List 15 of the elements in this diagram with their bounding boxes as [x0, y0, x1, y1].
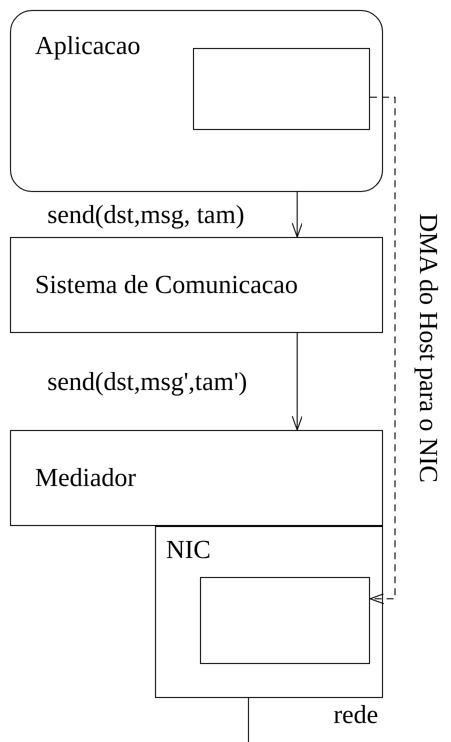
- arrow: [370, 96, 396, 604]
- line: [248, 698, 249, 742]
- process-box: [155, 526, 383, 698]
- arrow: [292, 332, 303, 430]
- arrow: [292, 192, 303, 238]
- box-title: Mediador: [35, 465, 136, 491]
- box-title: Aplicacao: [35, 31, 140, 60]
- box-title: Sistema de Comunicacao: [35, 272, 298, 298]
- process-box: [10, 10, 383, 192]
- box-title: NIC: [166, 535, 211, 564]
- buffer-box: [193, 48, 370, 130]
- buffer-box: [200, 577, 370, 664]
- edge-label: DMA do Host para o NIC: [415, 213, 441, 483]
- process-box: [10, 430, 383, 526]
- process-box: [10, 237, 383, 333]
